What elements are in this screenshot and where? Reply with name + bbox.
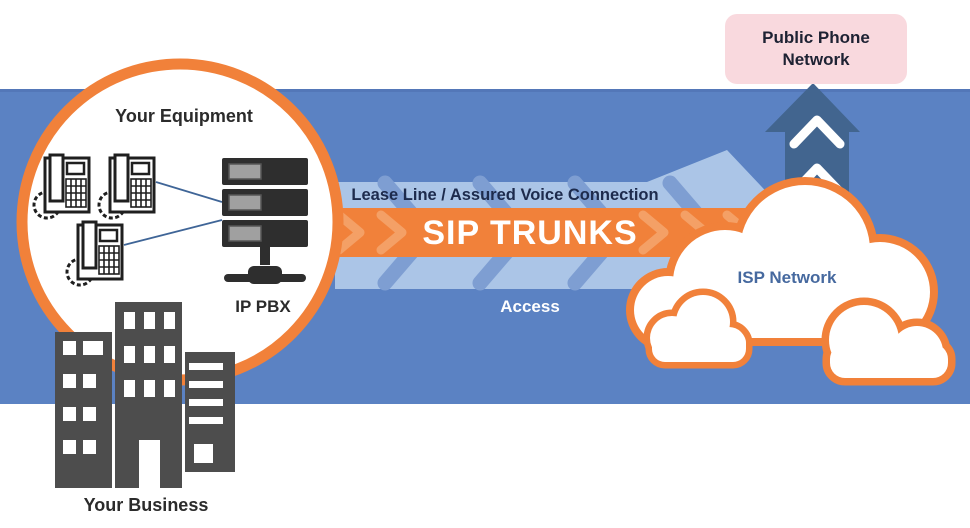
equipment-circle-title: Your Equipment xyxy=(115,106,253,126)
public-phone-network-label: Public Phone Network xyxy=(725,27,907,71)
ip-pbx-server-icon xyxy=(222,158,308,284)
equipment-circle xyxy=(16,58,344,386)
lease-line-label: Lease Line / Assured Voice Connection xyxy=(351,186,659,204)
sip-trunks-label: SIP TRUNKS xyxy=(422,214,638,252)
small-cloud-right xyxy=(821,297,956,386)
small-cloud-left xyxy=(643,288,753,369)
isp-network-label: ISP Network xyxy=(737,268,837,287)
access-label: Access xyxy=(500,297,560,316)
business-buildings-icon xyxy=(55,302,235,488)
phone-pbx-lines xyxy=(123,181,223,246)
isp-cloud xyxy=(626,177,938,352)
ip-pbx-label: IP PBX xyxy=(235,297,291,316)
your-business-label: Your Business xyxy=(83,495,209,515)
public-phone-network-box: Public Phone Network xyxy=(725,14,907,84)
public-phone-line2: Network xyxy=(782,50,850,69)
public-phone-line1: Public Phone xyxy=(762,28,870,47)
